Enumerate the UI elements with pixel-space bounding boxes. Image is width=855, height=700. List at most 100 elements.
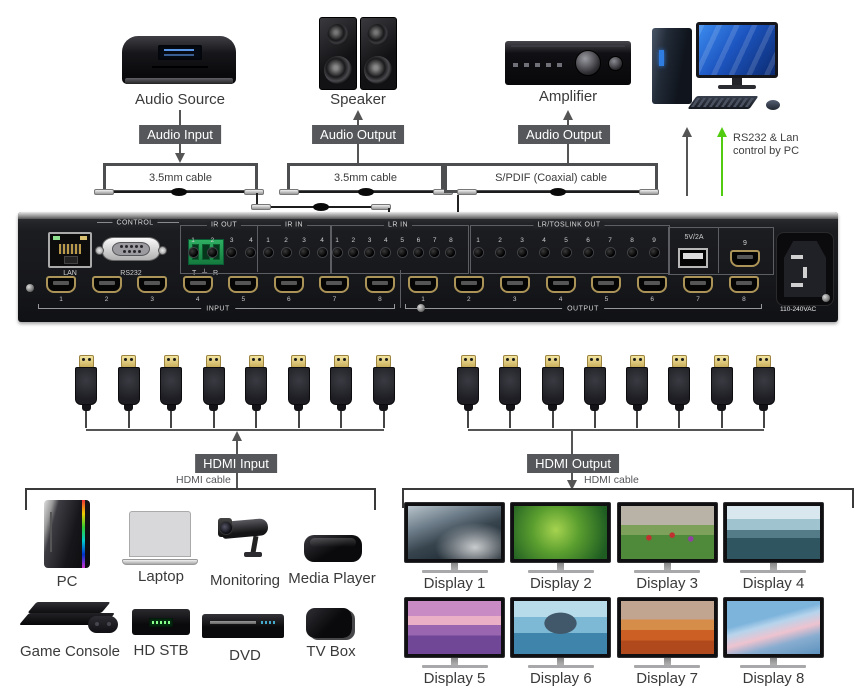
hdmi9-label: 9 — [743, 240, 747, 247]
hdmi-port: 7 — [319, 276, 350, 303]
arrow-down-icon — [567, 480, 577, 490]
hdmi-cable-connector-icon — [752, 355, 775, 429]
jack-hole-icon — [413, 248, 423, 257]
hdmi-port: 2 — [91, 276, 122, 303]
monitor-screen-lavender — [408, 601, 501, 654]
connector-line — [236, 473, 238, 488]
arrow-up-icon — [563, 110, 573, 120]
jack-hole-icon — [381, 248, 391, 257]
connector-line — [567, 119, 569, 125]
section-divider — [257, 225, 258, 272]
connector-line — [357, 119, 359, 125]
audio-jack: 2 — [205, 237, 219, 257]
audio-source-image — [122, 36, 236, 84]
audio-jack: 5 — [395, 237, 409, 257]
pc-source-image — [44, 500, 90, 568]
hdmi-port: 6 — [637, 276, 668, 303]
audio-cable-icon — [251, 203, 391, 211]
jack-hole-icon — [446, 248, 456, 257]
audio-jack: 7 — [603, 237, 617, 257]
display-monitor: Display 6 — [510, 597, 612, 687]
rs232-label: RS232 — [120, 270, 142, 277]
control-section-label: CONTROL — [112, 219, 158, 226]
audio-jack: 9 — [647, 237, 661, 257]
monitoring-camera-image — [218, 512, 274, 564]
jack-hole-icon — [332, 248, 342, 257]
camera-lens-icon — [219, 521, 233, 535]
hdmi-cable-connector-icon — [117, 355, 140, 429]
audio-jack: 8 — [625, 237, 639, 257]
source-label-media-player: Media Player — [288, 570, 376, 587]
source-label-game-console: Game Console — [19, 643, 121, 660]
source-label-pc: PC — [56, 573, 78, 590]
green-connector-line — [721, 136, 723, 196]
hd-stb-image — [132, 609, 190, 635]
audio-jack: 3 — [515, 237, 529, 257]
display-label: Display 4 — [742, 575, 805, 592]
monitor-screen-lizard — [514, 506, 608, 559]
output-bus-line — [468, 429, 764, 431]
monitor-frame — [510, 502, 612, 563]
section-divider — [718, 227, 719, 273]
hdmi-port: 3 — [499, 276, 530, 303]
lan-label: LAN — [63, 270, 77, 277]
io-divider — [400, 270, 401, 308]
voltage-label: 110-240VAC — [780, 306, 817, 313]
audio-output-badge: Audio Output — [312, 125, 404, 144]
hdmi-port: 4 — [182, 276, 213, 303]
source-label-monitoring: Monitoring — [209, 572, 281, 589]
screw-icon — [822, 294, 830, 302]
monitor-frame — [404, 502, 505, 563]
tweeter-icon — [367, 24, 389, 45]
hdmi-port-icon — [319, 276, 350, 293]
input-group-label: INPUT — [201, 305, 235, 312]
hdmi-port-icon — [273, 276, 304, 293]
monitor-base — [718, 85, 756, 89]
hdmi-cable-connector-icon — [710, 355, 733, 429]
display-label: Display 7 — [636, 670, 698, 687]
audio-jack: 5 — [559, 237, 573, 257]
display-monitor: Display 5 — [404, 597, 505, 687]
speaker-left — [319, 17, 357, 90]
usb-hdmi9-box — [668, 227, 774, 275]
monitor-screen-ocean-cliff — [408, 506, 501, 559]
jack-hole-icon — [583, 248, 593, 257]
jack-hole-icon — [561, 248, 571, 257]
hdmi-cable-connector-icon — [202, 355, 225, 429]
hdmi-input-badge: HDMI Input — [195, 454, 277, 473]
connector-line — [179, 110, 181, 125]
laptop-image — [122, 511, 198, 565]
audio-jack: 4 — [537, 237, 551, 257]
connector-line — [686, 136, 688, 196]
audio-jack: 7 — [428, 237, 442, 257]
hdmi-output-connectors — [457, 355, 775, 429]
audio-input-badge: Audio Input — [139, 125, 221, 144]
usb-port — [678, 248, 708, 268]
speaker-label: Speaker — [330, 91, 386, 108]
lr-in-label: LR IN — [384, 221, 412, 229]
gamepad-icon — [88, 616, 118, 633]
hdmi-port-icon — [453, 276, 484, 293]
screw-icon — [26, 284, 34, 292]
hdmi-cable-connector-icon — [160, 355, 183, 429]
lan-pins — [59, 244, 81, 254]
jack-hole-icon — [627, 248, 637, 257]
hdmi-port-icon — [683, 276, 714, 293]
screw-icon — [417, 304, 425, 312]
display-monitor: Display 1 — [404, 502, 505, 592]
monitor-frame — [510, 597, 612, 658]
monitor-frame — [722, 597, 824, 658]
jack-hole-icon — [495, 248, 505, 257]
audio-jack: 2 — [346, 237, 360, 257]
display-monitor: Display 7 — [616, 597, 718, 687]
audio-jack: 4 — [379, 237, 393, 257]
spdif-cable-icon — [457, 188, 659, 196]
jack-hole-icon — [281, 248, 291, 257]
monitor-frame — [722, 502, 824, 563]
audio-jack: 2 — [493, 237, 507, 257]
